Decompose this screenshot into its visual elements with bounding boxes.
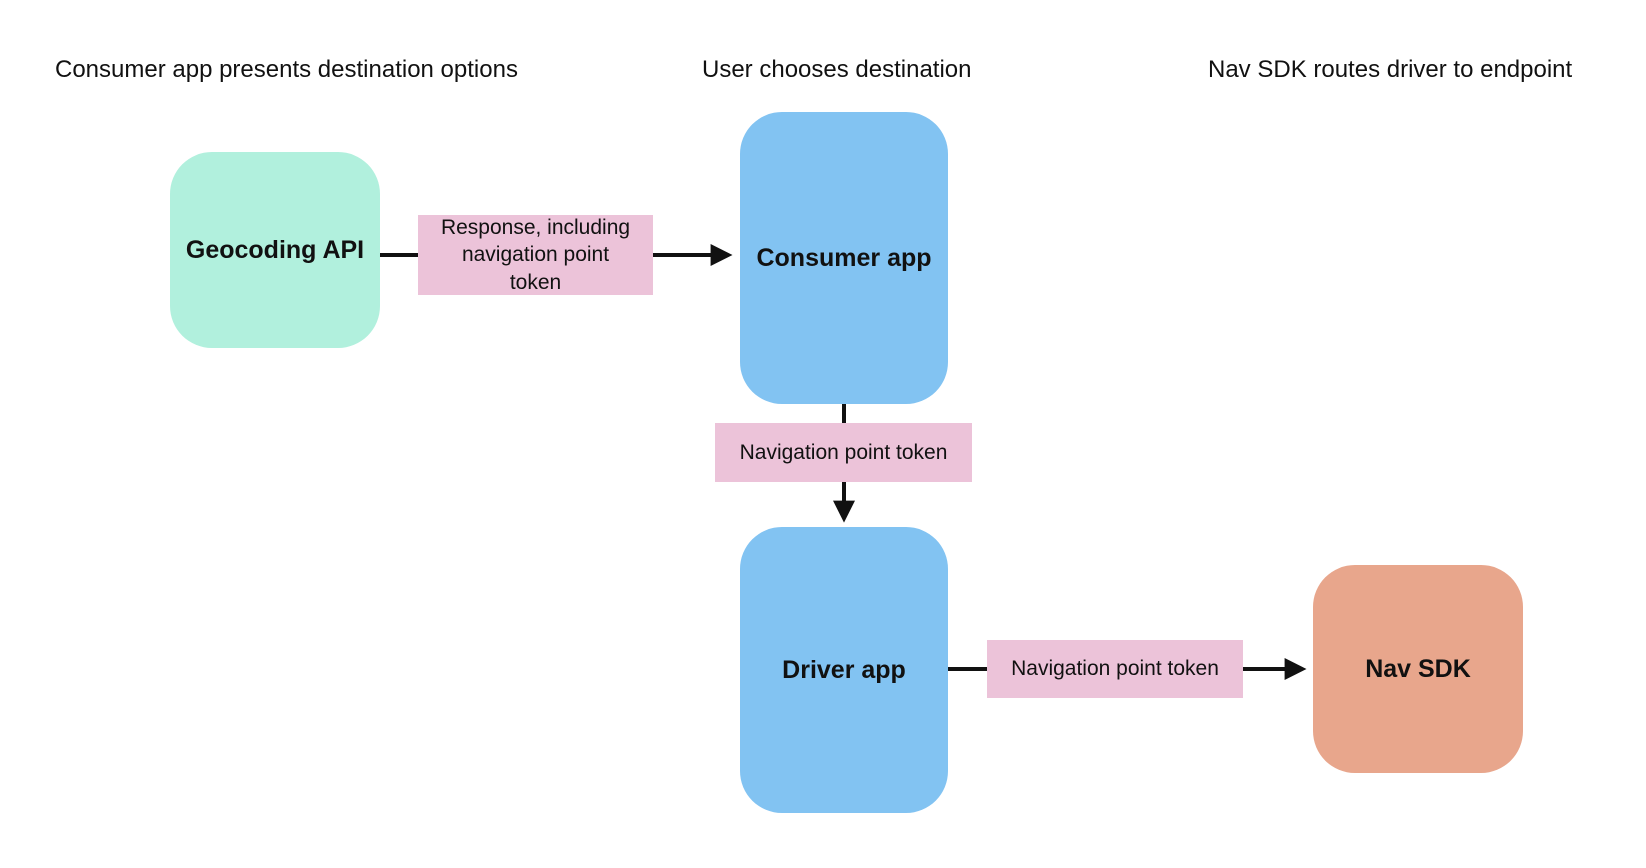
edge-label-response-including-navigation-point-token: Response, including navigation point tok… [418, 215, 653, 295]
step-header-nav-sdk-routes-driver: Nav SDK routes driver to endpoint [1208, 56, 1573, 83]
node-driver-app-label: Driver app [782, 655, 906, 684]
step-header-consumer-presents-options: Consumer app presents destination option… [55, 56, 518, 83]
node-nav-sdk: Nav SDK [1313, 565, 1523, 773]
node-geocoding-api-label: Geocoding API [185, 235, 365, 264]
node-driver-app: Driver app [740, 527, 948, 813]
node-consumer-app-label: Consumer app [756, 243, 932, 272]
edge-label-navigation-point-token-consumer-to-driver: Navigation point token [715, 423, 972, 482]
node-nav-sdk-label: Nav SDK [1365, 654, 1471, 683]
edge-label-navigation-point-token-driver-to-navsdk: Navigation point token [987, 640, 1243, 698]
node-consumer-app: Consumer app [740, 112, 948, 404]
node-geocoding-api: Geocoding API [170, 152, 380, 348]
step-header-user-chooses-destination: User chooses destination [702, 56, 972, 83]
